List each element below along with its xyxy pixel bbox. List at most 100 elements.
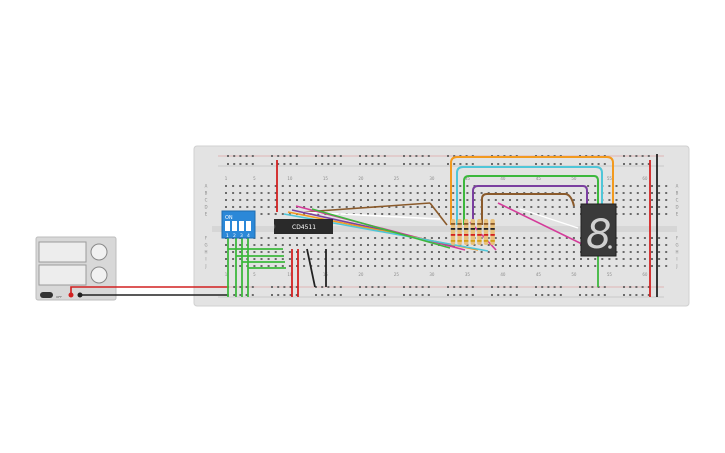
breadboard-hole[interactable] (509, 244, 511, 246)
breadboard-hole[interactable] (445, 251, 448, 253)
breadboard-hole[interactable] (658, 185, 661, 187)
breadboard-hole[interactable] (403, 155, 405, 157)
breadboard-hole[interactable] (459, 286, 462, 288)
breadboard-hole[interactable] (651, 199, 653, 201)
breadboard-hole[interactable] (388, 206, 391, 208)
breadboard-hole[interactable] (403, 294, 405, 296)
breadboard-hole[interactable] (471, 286, 474, 288)
breadboard-hole[interactable] (388, 258, 391, 260)
breadboard-hole[interactable] (251, 286, 254, 288)
breadboard-hole[interactable] (665, 199, 668, 201)
breadboard-hole[interactable] (647, 155, 650, 157)
breadboard-hole[interactable] (516, 244, 519, 246)
breadboard-hole[interactable] (416, 213, 419, 215)
breadboard-hole[interactable] (665, 258, 668, 260)
breadboard-hole[interactable] (658, 258, 661, 260)
breadboard-hole[interactable] (359, 258, 362, 260)
breadboard-hole[interactable] (374, 258, 377, 260)
breadboard-hole[interactable] (227, 155, 229, 157)
breadboard-hole[interactable] (359, 206, 362, 208)
breadboard-hole[interactable] (623, 286, 625, 288)
breadboard-hole[interactable] (324, 244, 327, 246)
power-supply[interactable]: OFF (35, 236, 117, 301)
breadboard-hole[interactable] (427, 163, 430, 165)
breadboard-hole[interactable] (260, 265, 263, 267)
breadboard-hole[interactable] (580, 192, 582, 194)
breadboard-hole[interactable] (271, 294, 273, 296)
breadboard-hole[interactable] (501, 258, 504, 260)
breadboard-hole[interactable] (487, 265, 490, 267)
breadboard-hole[interactable] (239, 206, 242, 208)
breadboard-hole[interactable] (381, 199, 384, 201)
breadboard-hole[interactable] (453, 294, 456, 296)
breadboard-hole[interactable] (459, 192, 462, 194)
breadboard-hole[interactable] (523, 206, 526, 208)
breadboard-hole[interactable] (553, 294, 556, 296)
breadboard-hole[interactable] (473, 206, 476, 208)
breadboard-hole[interactable] (289, 294, 292, 296)
breadboard-hole[interactable] (629, 192, 632, 194)
breadboard-hole[interactable] (310, 237, 313, 239)
breadboard-hole[interactable] (288, 251, 291, 253)
breadboard-hole[interactable] (402, 258, 405, 260)
breadboard-hole[interactable] (438, 251, 440, 253)
breadboard-hole[interactable] (665, 265, 668, 267)
breadboard-hole[interactable] (509, 265, 511, 267)
breadboard-hole[interactable] (430, 206, 433, 208)
breadboard-hole[interactable] (395, 258, 398, 260)
breadboard-hole[interactable] (281, 265, 284, 267)
breadboard-hole[interactable] (227, 163, 229, 165)
resistor[interactable] (457, 219, 462, 245)
breadboard-hole[interactable] (324, 192, 327, 194)
breadboard-hole[interactable] (643, 199, 646, 201)
breadboard-hole[interactable] (233, 294, 236, 296)
breadboard-hole[interactable] (636, 258, 639, 260)
breadboard-hole[interactable] (622, 244, 625, 246)
wire-brown-arch[interactable] (481, 193, 575, 225)
breadboard-hole[interactable] (421, 294, 424, 296)
breadboard-hole[interactable] (333, 163, 336, 165)
breadboard-hole[interactable] (296, 251, 298, 253)
breadboard-hole[interactable] (551, 265, 554, 267)
breadboard-hole[interactable] (629, 258, 632, 260)
breadboard-hole[interactable] (416, 185, 419, 187)
breadboard-hole[interactable] (274, 213, 277, 215)
breadboard-hole[interactable] (530, 206, 533, 208)
breadboard-hole[interactable] (245, 155, 248, 157)
breadboard-hole[interactable] (289, 286, 292, 288)
breadboard-hole[interactable] (232, 185, 235, 187)
breadboard-hole[interactable] (438, 206, 440, 208)
breadboard-hole[interactable] (239, 155, 242, 157)
breadboard-hole[interactable] (487, 244, 490, 246)
breadboard-hole[interactable] (274, 199, 277, 201)
breadboard-hole[interactable] (367, 213, 369, 215)
breadboard-hole[interactable] (245, 294, 248, 296)
wire-blue[interactable] (456, 166, 603, 225)
breadboard-hole[interactable] (541, 286, 544, 288)
breadboard-hole[interactable] (374, 244, 377, 246)
breadboard-hole[interactable] (629, 294, 632, 296)
breadboard-hole[interactable] (537, 251, 540, 253)
breadboard-hole[interactable] (310, 199, 313, 201)
breadboard-hole[interactable] (480, 258, 483, 260)
breadboard-hole[interactable] (544, 258, 547, 260)
breadboard-hole[interactable] (565, 199, 568, 201)
breadboard-hole[interactable] (233, 155, 236, 157)
breadboard-hole[interactable] (288, 206, 291, 208)
breadboard-hole[interactable] (317, 213, 320, 215)
breadboard-hole[interactable] (274, 192, 277, 194)
breadboard-hole[interactable] (629, 155, 632, 157)
breadboard-hole[interactable] (281, 206, 284, 208)
breadboard-hole[interactable] (615, 199, 618, 201)
breadboard-hole[interactable] (580, 258, 582, 260)
breadboard-hole[interactable] (643, 244, 646, 246)
breadboard-hole[interactable] (459, 213, 462, 215)
breadboard-hole[interactable] (383, 155, 386, 157)
breadboard-hole[interactable] (665, 237, 668, 239)
breadboard-hole[interactable] (530, 251, 533, 253)
breadboard-hole[interactable] (629, 244, 632, 246)
breadboard-hole[interactable] (283, 163, 286, 165)
breadboard-hole[interactable] (377, 286, 380, 288)
breadboard-hole[interactable] (430, 237, 433, 239)
breadboard-hole[interactable] (395, 213, 398, 215)
